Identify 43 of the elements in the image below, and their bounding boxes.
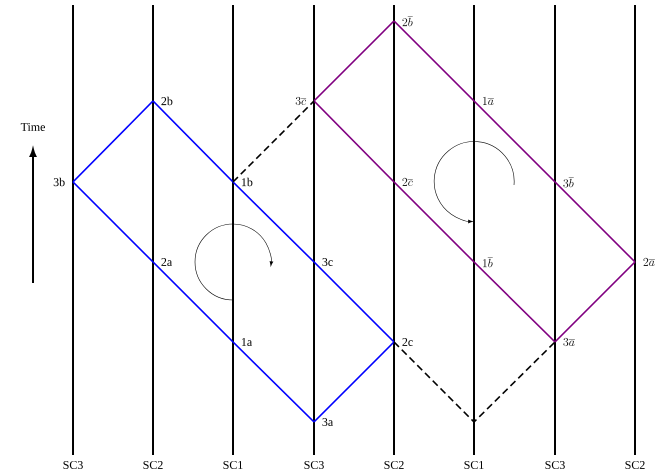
line xyxy=(473,100,556,183)
line xyxy=(313,100,395,183)
point-label: $\mathrm{3c}$ xyxy=(322,258,333,266)
line xyxy=(393,181,475,263)
point-label: $\mathrm{3b}$ xyxy=(54,178,65,186)
axis-label: Time xyxy=(20,122,45,131)
point-label: $\mathrm{1a}$ xyxy=(242,338,252,346)
point-label: $3\overline{c}$ xyxy=(296,96,306,106)
column-label: SC1 xyxy=(224,460,243,469)
line xyxy=(473,261,556,343)
line xyxy=(313,341,395,423)
point-label: $2\overline{b}$ xyxy=(402,16,413,26)
point-label: $3\overline{a}$ xyxy=(563,338,575,346)
line xyxy=(152,100,234,183)
line xyxy=(72,100,154,183)
point-label: $1\overline{a}$ xyxy=(483,96,494,105)
point-label: $1\overline{b}$ xyxy=(483,257,493,268)
point-label: $\mathrm{2a}$ xyxy=(161,258,172,266)
line xyxy=(152,261,234,343)
column-label: SC2 xyxy=(384,460,404,469)
column-label: SC3 xyxy=(64,460,83,469)
line xyxy=(393,20,475,102)
column-label: SC2 xyxy=(626,460,645,469)
line xyxy=(554,181,636,263)
line xyxy=(232,181,315,263)
line xyxy=(313,20,395,102)
line xyxy=(554,261,636,343)
line xyxy=(393,341,556,424)
line xyxy=(232,341,315,423)
point-label: $2\overline{c}$ xyxy=(402,178,413,186)
column-label: SC1 xyxy=(464,460,484,469)
point-label: $\mathrm{2c}$ xyxy=(402,338,413,346)
point-label: $3\overline{b}$ xyxy=(563,177,574,188)
line xyxy=(313,261,395,343)
point-label: $2\overline{a}$ xyxy=(643,258,655,266)
line xyxy=(72,181,154,263)
point-label: $\mathrm{1b}$ xyxy=(242,178,252,186)
column-label: SC2 xyxy=(144,460,163,469)
column-label: SC3 xyxy=(546,460,565,469)
point-label: $\mathrm{3a}$ xyxy=(322,418,334,426)
column-label: SC3 xyxy=(304,460,324,469)
line xyxy=(232,100,315,183)
point-label: $\mathrm{2b}$ xyxy=(161,96,172,106)
